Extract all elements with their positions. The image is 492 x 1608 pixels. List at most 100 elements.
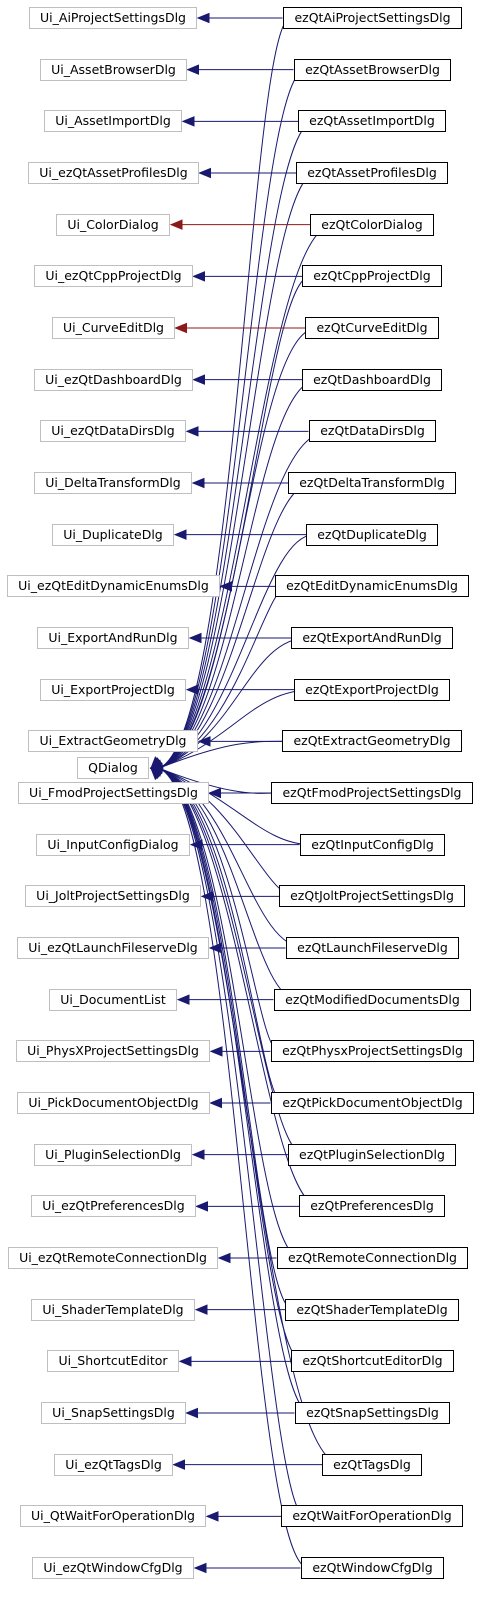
inheritance-edge-qdialog: [158, 69, 306, 769]
derived-class-node[interactable]: ezQtRemoteConnectionDlg: [277, 1247, 468, 1269]
ui-class-node[interactable]: Ui_JoltProjectSettingsDlg: [25, 885, 201, 907]
ui-class-node[interactable]: Ui_PickDocumentObjectDlg: [17, 1092, 210, 1114]
inheritance-arrowhead: [176, 994, 190, 1005]
derived-class-node[interactable]: ezQtAssetImportDlg: [298, 110, 446, 132]
ui-class-node[interactable]: Ui_ExtractGeometryDlg: [28, 730, 198, 752]
derived-class-node[interactable]: ezQtTagsDlg: [322, 1454, 422, 1476]
inheritance-arrowhead: [181, 116, 195, 127]
qdialog-arrowhead: [150, 756, 163, 770]
inheritance-edge-qdialog: [158, 224, 335, 769]
ui-class-node[interactable]: Ui_CurveEditDlg: [52, 317, 175, 339]
derived-class-node[interactable]: ezQtPhysxProjectSettingsDlg: [271, 1040, 474, 1062]
derived-class-node[interactable]: ezQtInputConfigDlg: [300, 834, 445, 856]
inheritance-arrowhead: [194, 1304, 208, 1315]
inheritance-arrowhead: [195, 1201, 208, 1212]
inheritance-arrowhead: [185, 1407, 198, 1419]
ui-class-node[interactable]: Ui_DocumentList: [49, 989, 177, 1011]
ui-class-node[interactable]: Ui_ezQtRemoteConnectionDlg: [8, 1247, 218, 1269]
derived-class-node[interactable]: ezQtShortcutEditorDlg: [291, 1350, 454, 1372]
inheritance-edge-qdialog: [158, 767, 343, 1466]
ui-class-node[interactable]: Ui_InputConfigDialog: [36, 834, 190, 856]
derived-class-node[interactable]: ezQtAssetProfilesDlg: [296, 162, 448, 184]
inheritance-arrowhead: [192, 271, 205, 282]
inheritance-arrowhead: [193, 1562, 207, 1574]
base-class-qdialog[interactable]: QDialog: [77, 757, 149, 779]
inheritance-arrowhead: [209, 1097, 222, 1109]
ui-class-node[interactable]: Ui_DeltaTransformDlg: [34, 472, 192, 494]
inheritance-arrowhead: [191, 477, 205, 489]
ui-class-node[interactable]: Ui_ezQtLaunchFileserveDlg: [17, 937, 209, 959]
inheritance-edge-qdialog: [158, 120, 315, 769]
derived-class-node[interactable]: ezQtExportAndRunDlg: [291, 627, 453, 649]
inheritance-edge-qdialog: [158, 767, 312, 846]
derived-class-node[interactable]: ezQtEditDynamicEnumsDlg: [275, 575, 469, 597]
derived-class-node[interactable]: ezQtJoltProjectSettingsDlg: [279, 885, 465, 907]
inheritance-arrowhead: [192, 374, 205, 385]
ui-class-node[interactable]: Ui_ezQtDataDirsDlg: [40, 420, 186, 442]
ui-class-node[interactable]: Ui_ShaderTemplateDlg: [31, 1299, 195, 1321]
derived-class-node[interactable]: ezQtExportProjectDlg: [294, 679, 450, 701]
derived-class-node[interactable]: ezQtFmodProjectSettingsDlg: [271, 782, 473, 804]
derived-class-node[interactable]: ezQtColorDialog: [310, 214, 434, 236]
derived-class-node[interactable]: ezQtCurveEditDlg: [305, 317, 439, 339]
ui-class-node[interactable]: Ui_ezQtCppProjectDlg: [34, 265, 193, 287]
ui-class-node[interactable]: Ui_ezQtAssetProfilesDlg: [28, 162, 199, 184]
ui-class-node[interactable]: Ui_ExportAndRunDlg: [37, 627, 189, 649]
inheritance-arrowhead: [174, 322, 187, 334]
inheritance-edge-qdialog: [158, 17, 291, 769]
ui-class-node[interactable]: Ui_DuplicateDlg: [52, 524, 174, 546]
inheritance-arrowhead: [219, 581, 232, 592]
inheritance-arrowhead: [185, 684, 199, 695]
inheritance-arrowhead: [173, 529, 187, 540]
inheritance-arrowhead: [169, 219, 183, 230]
derived-class-node[interactable]: ezQtCppProjectDlg: [302, 265, 442, 287]
derived-class-node[interactable]: ezQtSnapSettingsDlg: [295, 1402, 450, 1424]
inheritance-edge-qdialog: [158, 637, 308, 769]
derived-class-node[interactable]: ezQtModifiedDocumentsDlg: [274, 989, 471, 1011]
inheritance-arrowhead: [185, 426, 199, 437]
ui-class-node[interactable]: Ui_ezQtTagsDlg: [54, 1454, 173, 1476]
inheritance-arrowhead: [178, 1356, 192, 1367]
inheritance-edge-qdialog: [158, 767, 311, 1414]
inheritance-arrowhead: [196, 12, 210, 24]
inheritance-arrowhead: [186, 64, 199, 75]
inheritance-edge-qdialog: [158, 767, 306, 1517]
inheritance-arrowhead: [172, 1459, 185, 1470]
ui-class-node[interactable]: Ui_QtWaitForOperationDlg: [20, 1505, 206, 1527]
inheritance-edge-qdialog: [158, 482, 313, 769]
derived-class-node[interactable]: ezQtAiProjectSettingsDlg: [283, 7, 462, 29]
ui-class-node[interactable]: Ui_SnapSettingsDlg: [41, 1402, 186, 1424]
ui-class-node[interactable]: Ui_AssetBrowserDlg: [40, 59, 187, 81]
inheritance-arrowhead: [217, 1252, 231, 1264]
derived-class-node[interactable]: ezQtPickDocumentObjectDlg: [271, 1092, 474, 1114]
ui-class-node[interactable]: Ui_ezQtPreferencesDlg: [31, 1195, 196, 1217]
derived-class-node[interactable]: ezQtPreferencesDlg: [299, 1195, 445, 1217]
derived-class-node[interactable]: ezQtDuplicateDlg: [306, 524, 438, 546]
derived-class-node[interactable]: ezQtWindowCfgDlg: [301, 1557, 444, 1579]
derived-class-node[interactable]: ezQtWaitForOperationDlg: [281, 1505, 463, 1527]
derived-class-node[interactable]: ezQtDeltaTransformDlg: [288, 472, 456, 494]
ui-class-node[interactable]: Ui_ezQtEditDynamicEnumsDlg: [7, 575, 220, 597]
derived-class-node[interactable]: ezQtLaunchFileserveDlg: [286, 937, 459, 959]
ui-class-node[interactable]: Ui_ColorDialog: [56, 214, 170, 236]
inheritance-arrowhead: [191, 1149, 205, 1160]
derived-class-node[interactable]: ezQtExtractGeometryDlg: [282, 730, 462, 752]
derived-class-node[interactable]: ezQtPluginSelectionDlg: [288, 1144, 456, 1166]
ui-class-node[interactable]: Ui_FmodProjectSettingsDlg: [18, 782, 209, 804]
derived-class-node[interactable]: ezQtShaderTemplateDlg: [285, 1299, 459, 1321]
ui-class-node[interactable]: Ui_ShortcutEditor: [47, 1350, 179, 1372]
derived-class-node[interactable]: ezQtDataDirsDlg: [309, 420, 436, 442]
ui-class-node[interactable]: Ui_AiProjectSettingsDlg: [29, 7, 197, 29]
inheritance-arrowhead: [188, 632, 202, 644]
inheritance-edge-qdialog: [158, 327, 318, 769]
ui-class-node[interactable]: Ui_AssetImportDlg: [44, 110, 182, 132]
ui-class-node[interactable]: Ui_ezQtWindowCfgDlg: [32, 1557, 194, 1579]
ui-class-node[interactable]: Ui_ExportProjectDlg: [40, 679, 186, 701]
inheritance-arrowhead: [208, 787, 221, 799]
derived-class-node[interactable]: ezQtDashboardDlg: [302, 369, 442, 391]
derived-class-node[interactable]: ezQtAssetBrowserDlg: [294, 59, 451, 81]
ui-class-node[interactable]: Ui_PhysXProjectSettingsDlg: [16, 1040, 210, 1062]
ui-class-node[interactable]: Ui_PluginSelectionDlg: [34, 1144, 192, 1166]
ui-class-node[interactable]: Ui_ezQtDashboardDlg: [34, 369, 193, 391]
